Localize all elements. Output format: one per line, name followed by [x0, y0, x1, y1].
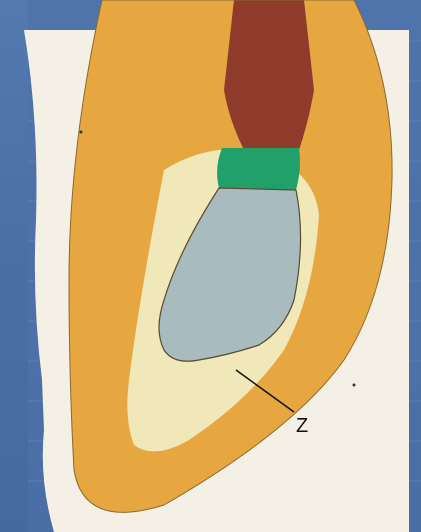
tooth-illustration: Z	[14, 0, 414, 532]
speck-mark	[80, 131, 83, 134]
speck-mark	[353, 384, 356, 387]
pulp-chamber	[224, 0, 314, 150]
tooth-cross-section-figure: Z	[14, 0, 414, 532]
restoration-band	[217, 148, 300, 190]
callout-label-z: Z	[296, 415, 308, 437]
